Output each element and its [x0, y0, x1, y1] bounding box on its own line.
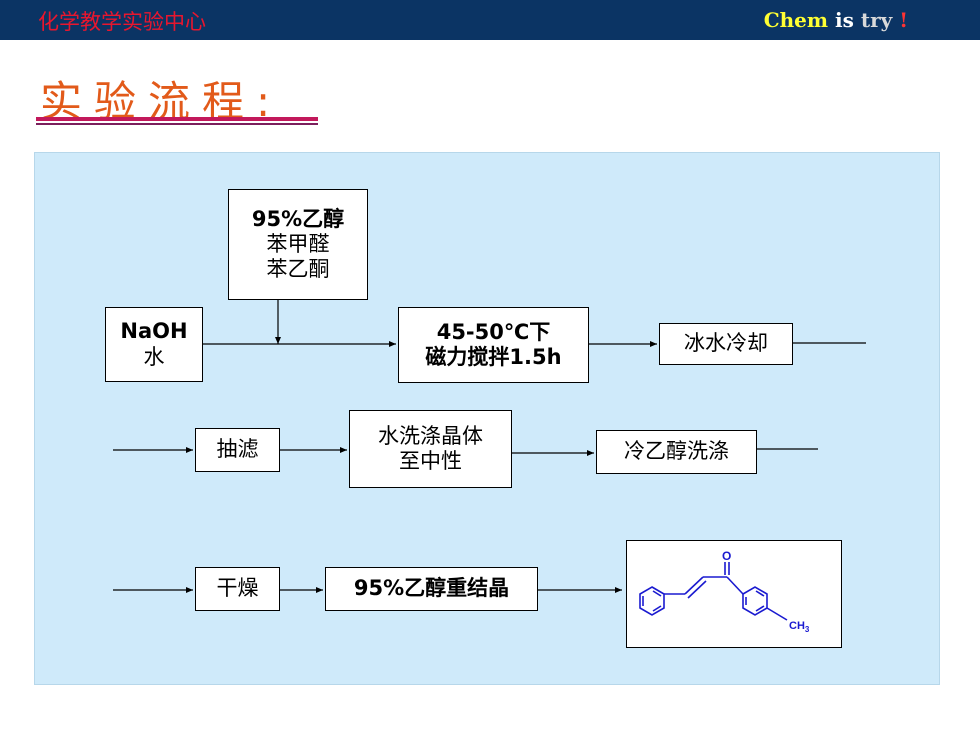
- methyl-subscript: 3: [805, 625, 810, 634]
- recrystallize-box: 95%乙醇重结晶: [325, 567, 538, 611]
- title-underline: [36, 117, 318, 121]
- oxygen-label: O: [722, 549, 731, 563]
- slogan-bang: !: [899, 8, 908, 32]
- recrystallize-label: 95%乙醇重结晶: [353, 576, 510, 601]
- wash-water-line2: 至中性: [399, 449, 462, 473]
- header-left-title: 化学教学实验中心: [38, 10, 206, 34]
- slogan-is: is: [835, 8, 854, 32]
- reaction-box: 45-50℃下 磁力搅拌1.5h: [398, 307, 589, 383]
- chalcone-structure: O CH3: [639, 549, 810, 634]
- carbonyl-to-ring: [726, 576, 744, 595]
- filter-label: 抽滤: [216, 437, 259, 462]
- vinyl-double-bond: [684, 576, 704, 595]
- title-underline-shadow: [36, 123, 318, 125]
- reagents-line1: 95%乙醇: [251, 206, 345, 231]
- methyl-label: CH3: [789, 620, 810, 634]
- reaction-line1: 45-50℃下: [436, 319, 551, 344]
- cool-box: 冰水冷却: [659, 323, 793, 365]
- base-box: NaOH 水: [105, 307, 203, 382]
- filter-box: 抽滤: [195, 428, 280, 472]
- base-line2: 水: [143, 344, 165, 369]
- header-slogan: Chem is try !: [764, 8, 908, 32]
- reagents-line2: 苯甲醛: [266, 231, 330, 256]
- base-line1: NaOH: [120, 319, 188, 344]
- cool-label: 冰水冷却: [684, 331, 768, 356]
- product-structure-box: O CH3: [626, 540, 842, 648]
- header-bar: 化学教学实验中心 Chem is try !: [0, 0, 980, 40]
- reaction-line2: 磁力搅拌1.5h: [425, 345, 562, 369]
- wash-ethanol-label: 冷乙醇洗涤: [624, 439, 729, 464]
- methyl-ch: CH: [789, 620, 805, 632]
- slogan-chem: Chem: [763, 8, 829, 32]
- methyl-bond: [766, 607, 788, 621]
- dry-box: 干燥: [195, 567, 280, 611]
- reagents-box: 95%乙醇 苯甲醛 苯乙酮: [228, 189, 368, 300]
- wash-water-box: 水洗涤晶体 至中性: [349, 410, 512, 488]
- wash-ethanol-box: 冷乙醇洗涤: [596, 430, 757, 474]
- reagents-line3: 苯乙酮: [266, 257, 330, 282]
- dry-label: 干燥: [216, 576, 259, 601]
- slogan-try: try: [860, 8, 893, 32]
- wash-water-line1: 水洗涤晶体: [378, 423, 483, 448]
